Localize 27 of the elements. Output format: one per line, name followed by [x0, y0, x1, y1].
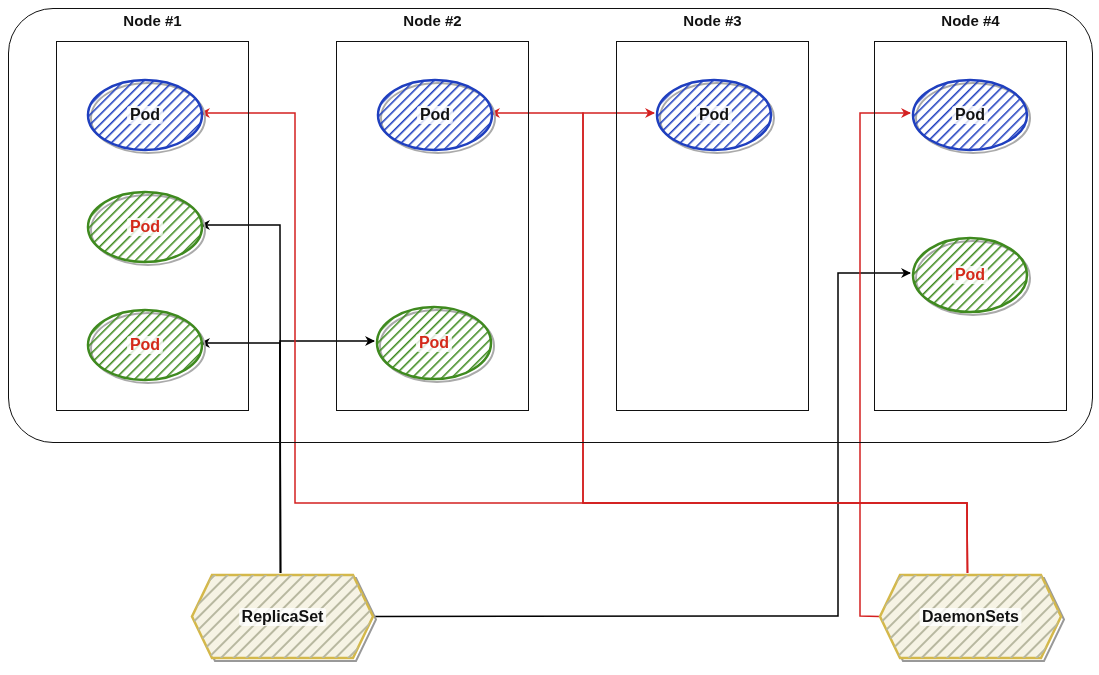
- pod-ellipse: [655, 78, 773, 152]
- pod-ellipse: [376, 78, 494, 152]
- arrow: [373, 268, 911, 618]
- pod-ellipse: [86, 190, 204, 264]
- cluster-outline: [8, 8, 1093, 443]
- arrow: [279, 336, 375, 574]
- pod-ellipse: [375, 305, 493, 381]
- node-label: Pod: [416, 106, 454, 124]
- node-label: Pod: [126, 218, 164, 236]
- arrow: [582, 108, 969, 574]
- node-heading: Node #1: [122, 12, 183, 29]
- node-label: Pod: [126, 106, 164, 124]
- pod-ellipse: [911, 78, 1029, 152]
- node-label: Pod: [126, 336, 164, 354]
- pod-ellipse: [86, 78, 204, 152]
- pod-ellipse: [911, 236, 1029, 314]
- node-label: Pod: [951, 266, 989, 284]
- node-heading: Node #4: [940, 12, 1001, 29]
- pod-ellipse: [86, 308, 204, 382]
- node-label: Pod: [415, 334, 453, 352]
- node-label: Pod: [951, 106, 989, 124]
- controller-hexagon: [878, 573, 1063, 660]
- arrow: [859, 108, 911, 618]
- node-label: Pod: [695, 106, 733, 124]
- controller-hexagon: [190, 573, 375, 660]
- node-heading: Node #3: [682, 12, 743, 29]
- node-heading: Node #2: [402, 12, 463, 29]
